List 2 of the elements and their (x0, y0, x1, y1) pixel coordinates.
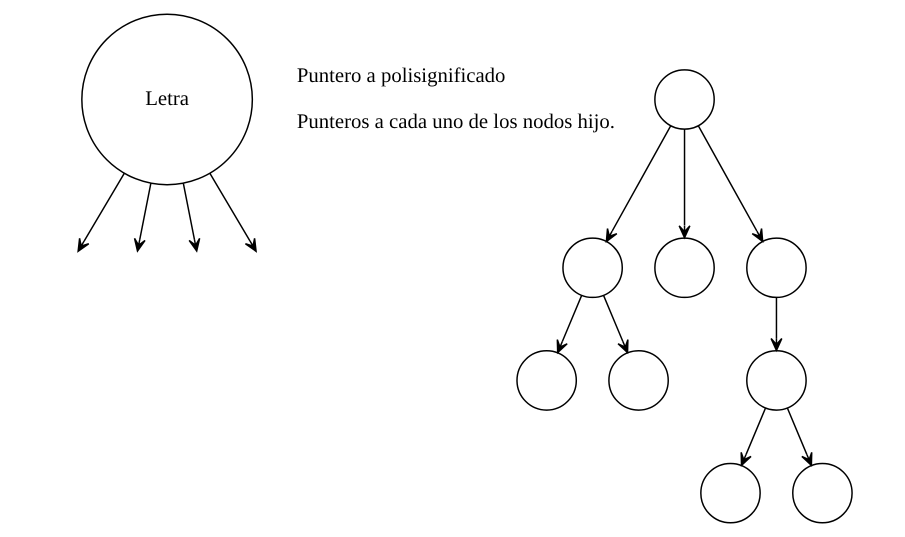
node-label: Punteros a cada uno de los nodos hijo. (296, 110, 615, 133)
node-label: Puntero a polisignificado (296, 64, 506, 87)
